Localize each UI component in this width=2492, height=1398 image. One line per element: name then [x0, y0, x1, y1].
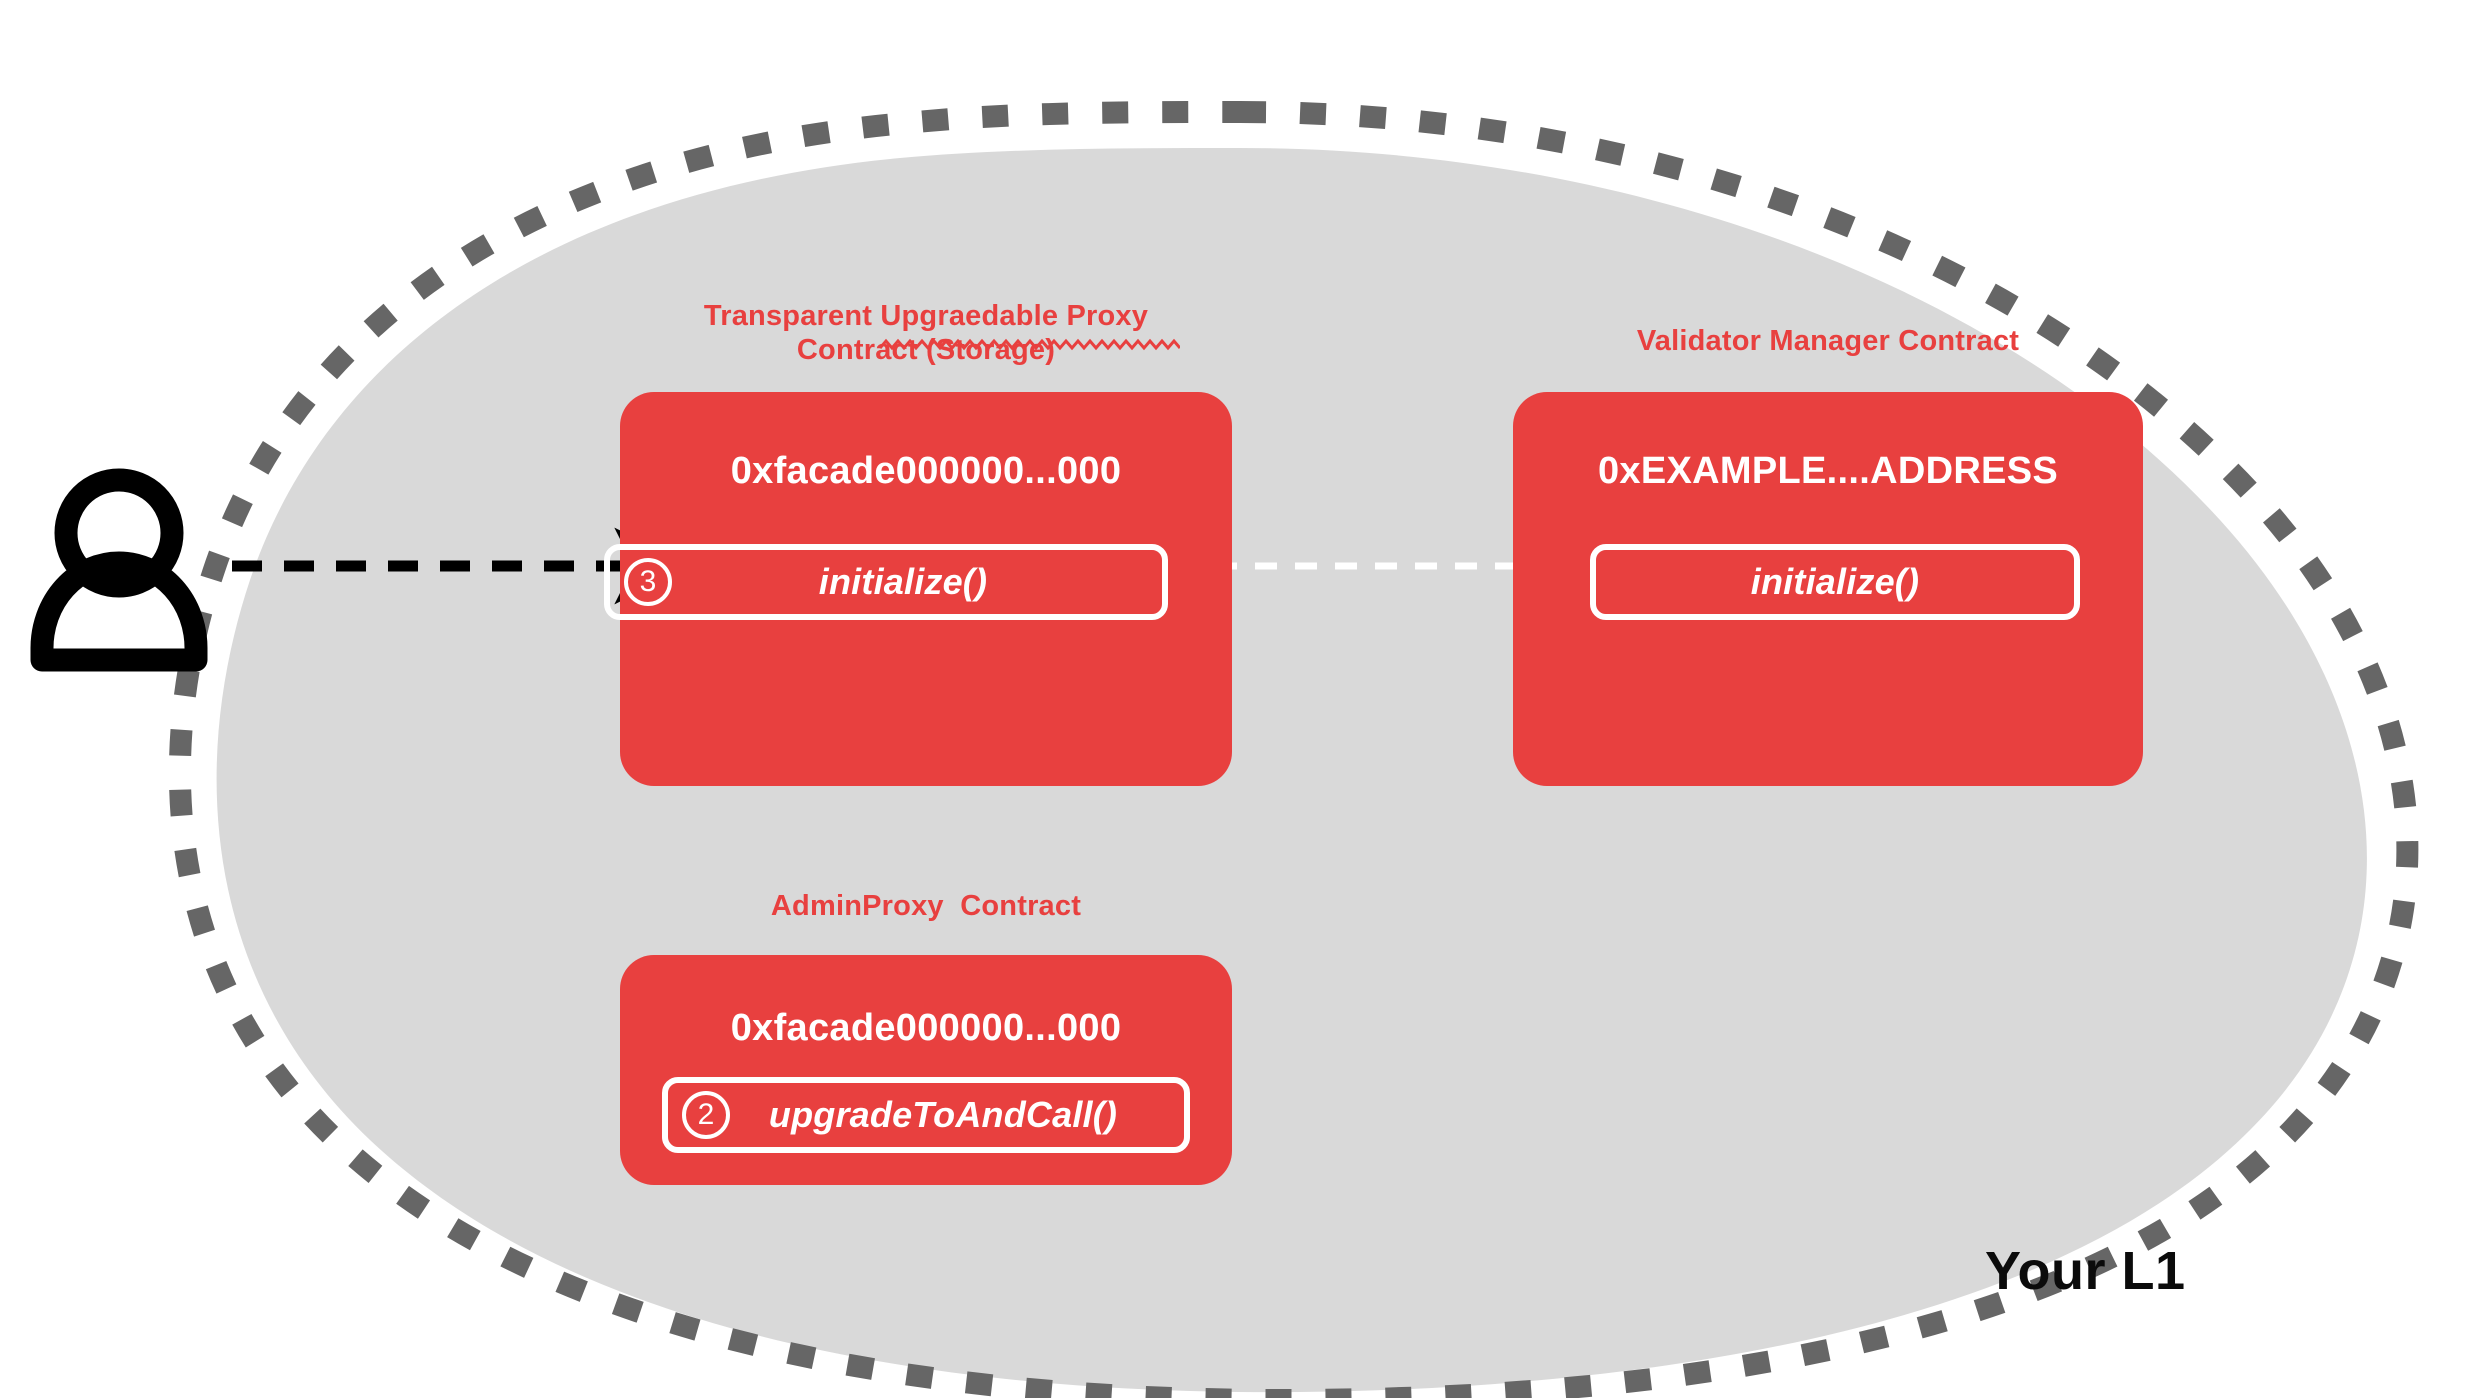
function-label-upgrade-to-and-call: upgradeToAndCall() — [768, 1094, 1118, 1135]
contract-card-transparent-upgradeable-proxy[interactable]: 0xfacade000000...000 3 initialize() — [604, 392, 1232, 786]
contract-address-admin-proxy: 0xfacade000000...000 — [730, 1007, 1122, 1049]
network-label: Your L1 — [1985, 1241, 2186, 1301]
function-label-initialize: initialize() — [1750, 561, 1920, 602]
function-label-initialize: initialize() — [818, 561, 988, 602]
function-pill-upgrade-to-and-call[interactable]: 2 upgradeToAndCall() — [662, 1077, 1190, 1153]
user-body-icon — [30, 551, 208, 672]
contract-title-admin-proxy: AdminProxy Contract — [770, 890, 1082, 922]
contract-card-validator-manager[interactable]: 0xEXAMPLE....ADDRESS initialize() — [1513, 392, 2143, 786]
contract-title-transparent-upgradeable-proxy: Transparent Upgraedable Proxy Contract (… — [703, 300, 1149, 366]
contract-address-validator-manager: 0xEXAMPLE....ADDRESS — [1598, 450, 2058, 492]
function-pill-initialize-proxy[interactable]: 3 initialize() — [604, 544, 1168, 620]
function-pill-initialize-validator-manager[interactable]: initialize() — [1590, 544, 2080, 620]
step-badge-3: 3 — [624, 558, 672, 606]
step-badge-2: 2 — [682, 1091, 730, 1139]
contract-title-validator-manager: Validator Manager Contract — [1636, 325, 2020, 357]
user-head-icon — [54, 468, 184, 598]
network-dashed-border — [168, 100, 2419, 1398]
contract-address-transparent-upgradeable-proxy: 0xfacade000000...000 — [730, 450, 1122, 492]
contract-card-admin-proxy[interactable]: 0xfacade000000...000 2 upgradeToAndCall(… — [620, 955, 1232, 1185]
